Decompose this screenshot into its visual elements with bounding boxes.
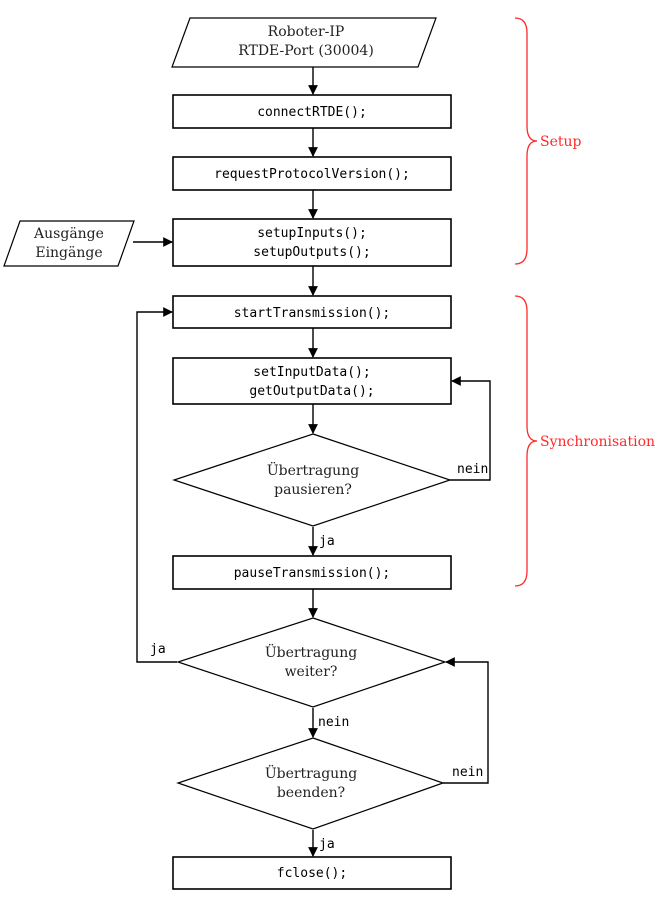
continue-decision-label-1: Übertragung (265, 643, 357, 661)
pause-yes-label: ja (319, 534, 335, 549)
setup-brace (514, 17, 538, 265)
edges (133, 67, 491, 857)
input-robot-node (171, 17, 437, 68)
request-version-label: requestProtocolVersion(); (214, 167, 410, 182)
synchronisation-section-label: Synchronisation (540, 434, 655, 450)
connect-node (172, 94, 452, 129)
edge-pause-no-loop (450, 376, 491, 481)
edge-labels: nein ja ja nein nein ja (150, 462, 488, 852)
io-list-label-2: Eingänge (35, 245, 102, 261)
start-transmission-label: startTransmission(); (234, 306, 391, 321)
setup-section-label: Setup (540, 134, 582, 150)
pause-no-label: nein (457, 462, 488, 477)
sync-data-label-1: setInputData(); (253, 365, 370, 380)
pause-decision-label-1: Übertragung (267, 461, 359, 479)
end-yes-label: ja (319, 837, 335, 852)
start-transmission-node (172, 295, 452, 329)
pause-decision-node (172, 433, 452, 527)
sync-data-node (172, 357, 452, 405)
end-no-label: nein (452, 765, 483, 780)
continue-decision-node (176, 617, 447, 708)
end-decision-label-1: Übertragung (265, 764, 357, 782)
input-robot-label-2: RTDE-Port (30004) (238, 43, 374, 59)
section-braces: Setup Synchronisation (514, 17, 655, 587)
setup-io-label-1: setupInputs(); (257, 226, 367, 241)
continue-no-label: nein (318, 715, 349, 730)
continue-decision-label-2: weiter? (285, 664, 338, 680)
setup-io-label-2: setupOutputs(); (253, 245, 370, 260)
request-version-node (172, 156, 452, 191)
io-list-node (3, 220, 135, 267)
continue-yes-label: ja (150, 642, 166, 657)
sync-data-label-2: getOutputData(); (249, 384, 374, 399)
connect-label: connectRTDE(); (257, 105, 367, 120)
input-robot-label-1: Roboter-IP (268, 24, 345, 40)
pause-transmission-node (172, 555, 452, 590)
pause-decision-label-2: pausieren? (274, 482, 352, 498)
end-decision-label-2: beenden? (277, 785, 345, 801)
pause-transmission-label: pauseTransmission(); (234, 566, 391, 581)
edge-continue-yes-loop (136, 307, 177, 663)
close-label: fclose(); (277, 866, 347, 881)
nodes: Roboter-IP RTDE-Port (30004) connectRTDE… (3, 17, 452, 890)
io-list-label-1: Ausgänge (33, 226, 104, 242)
edge-end-no-loop (443, 657, 489, 784)
end-decision-node (176, 737, 445, 830)
close-node (172, 856, 452, 890)
setup-io-node (172, 218, 452, 267)
synchronisation-brace (514, 295, 538, 587)
